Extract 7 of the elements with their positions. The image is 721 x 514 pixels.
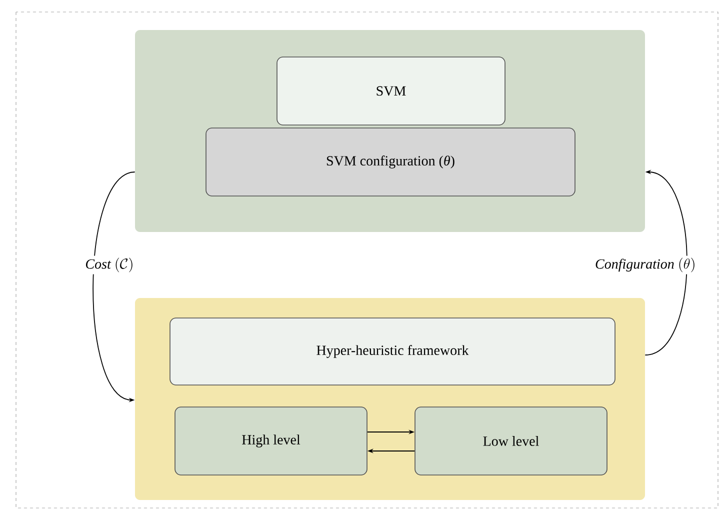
framework-box: Hyper-heuristic framework [170, 318, 616, 386]
configuration-box: SVM configuration (θ) [206, 128, 576, 196]
level-box: Low level [414, 406, 608, 476]
edge-label: $\textit{Configuration}\ (\theta)$ [593, 256, 698, 274]
model-box: SVM [276, 56, 506, 126]
edge-label: $\textit{Cost}\ (\mathcal{C})$ [83, 256, 136, 274]
level-box: High level [174, 406, 368, 476]
